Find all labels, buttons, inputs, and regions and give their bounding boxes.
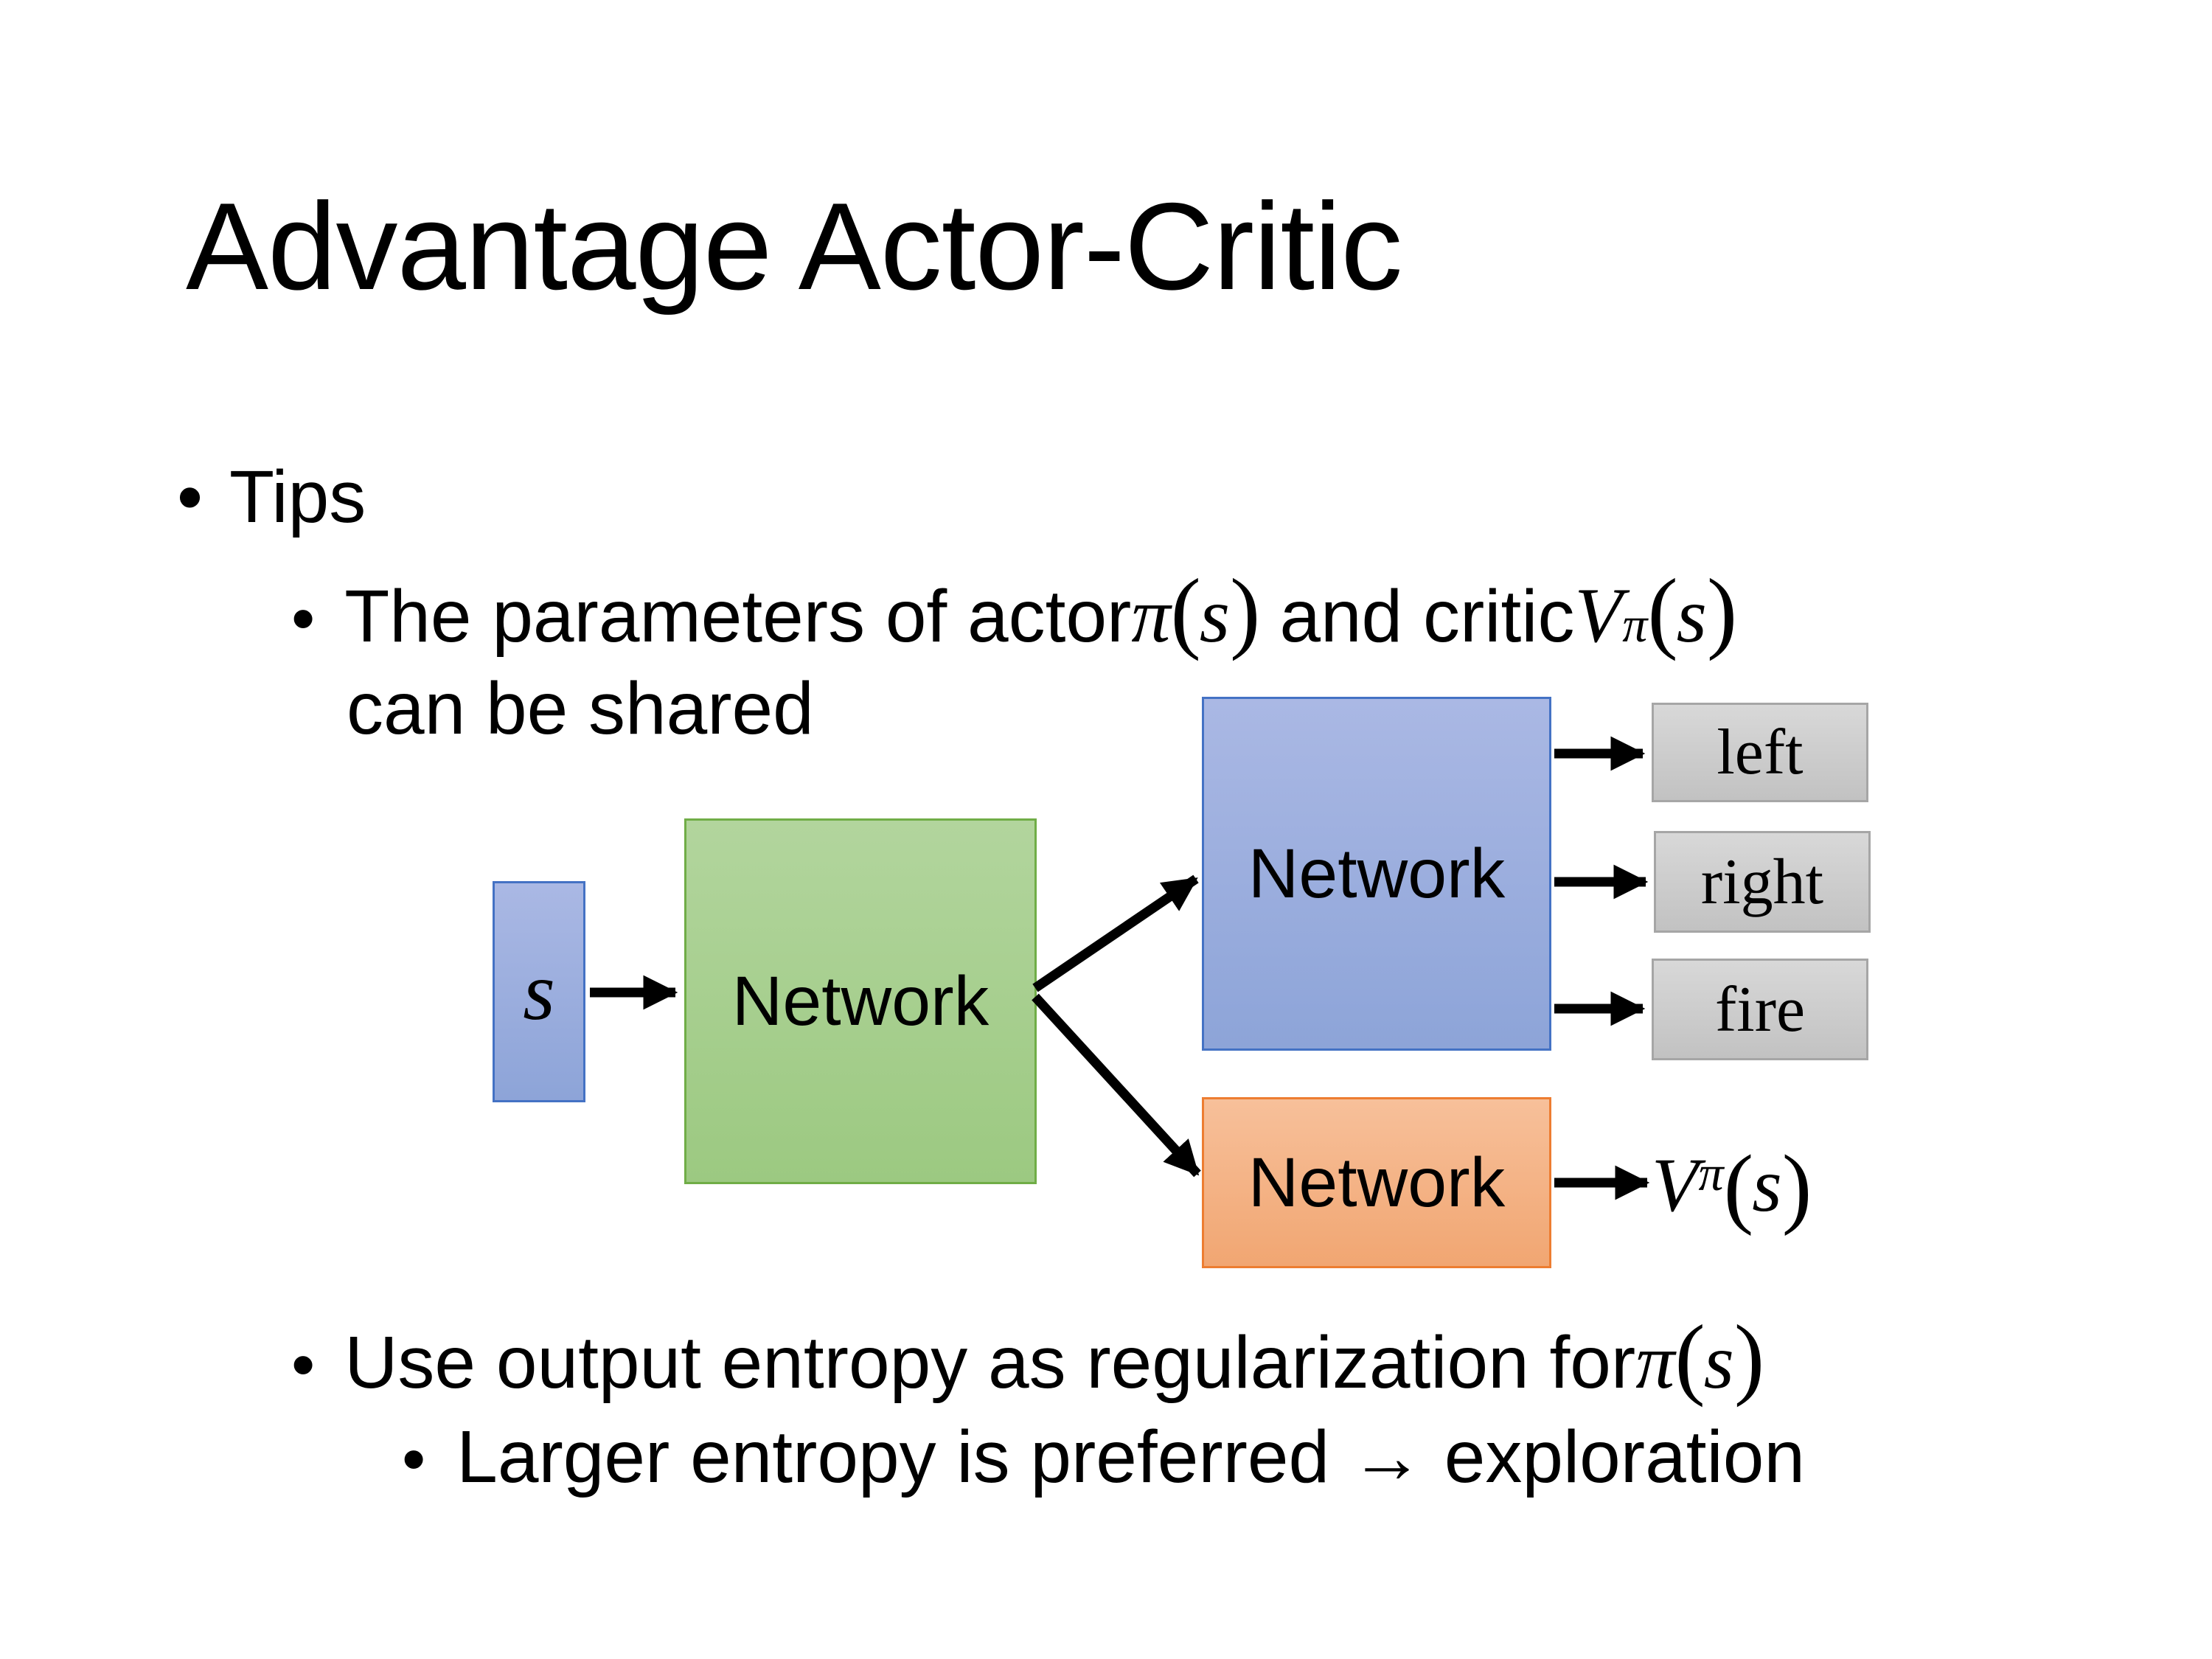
larger-entropy-text: Larger entropy is preferred → exploratio…: [456, 1416, 1805, 1498]
shared-params-text-mid: and critic: [1279, 575, 1575, 658]
math-lparen: (: [1647, 560, 1677, 661]
math-rparen: ): [1706, 560, 1737, 661]
critic-network-box: Network: [1202, 1097, 1551, 1268]
bullet-line-entropy-reg: • Use output entropy as regularization f…: [291, 1307, 1764, 1409]
action-right-label: right: [1700, 846, 1824, 918]
shared-params-text-pre: The parameters of actor: [344, 575, 1132, 658]
math-V-symbol: V: [1574, 572, 1623, 658]
entropy-reg-text: Use output entropy as regularization for: [344, 1321, 1636, 1404]
shared-params-text-line2: can be shared: [347, 667, 814, 750]
critic-network-label: Network: [1248, 1143, 1506, 1222]
math-rparen: ): [1733, 1307, 1764, 1408]
action-left-label: left: [1717, 717, 1804, 788]
math-rparen: ): [1230, 560, 1260, 661]
math-rparen: ): [1781, 1137, 1812, 1237]
math-lparen: (: [1723, 1137, 1754, 1237]
math-V-symbol: V: [1652, 1143, 1699, 1228]
shared-network-box: Network: [684, 818, 1037, 1184]
bullet-line-shared-params: • The parameters of actor π(s) and criti…: [291, 560, 1737, 663]
math-s-symbol: s: [1752, 1143, 1782, 1228]
bullet-icon: •: [291, 1327, 316, 1402]
bullet-line-tips: • Tips: [177, 456, 366, 538]
arrow-shared-to-actor-network: [1032, 874, 1199, 992]
shared-network-label: Network: [731, 961, 990, 1040]
bullet-icon: •: [291, 581, 316, 656]
actor-network-label: Network: [1248, 834, 1506, 913]
action-box-left: left: [1652, 703, 1868, 802]
bullet-icon: •: [177, 456, 204, 538]
actor-network-box: Network: [1202, 697, 1551, 1051]
math-lparen: (: [1674, 1307, 1705, 1408]
math-s-symbol: s: [1703, 1318, 1734, 1405]
bullet-line-larger-entropy: • Larger entropy is preferred → explorat…: [402, 1416, 1805, 1498]
math-pi-superscript: π: [1698, 1145, 1724, 1201]
math-pi-superscript: π: [1622, 597, 1648, 653]
tips-label: Tips: [229, 456, 366, 538]
math-s-symbol: s: [1199, 572, 1231, 658]
action-box-right: right: [1654, 831, 1871, 933]
critic-output-formula: Vπ(s): [1652, 1135, 1812, 1239]
math-s-symbol: s: [1676, 572, 1707, 658]
math-pi-symbol: π: [1131, 572, 1171, 658]
bullet-icon: •: [402, 1422, 426, 1497]
bullet-line-shared-params-cont: can be shared: [347, 667, 814, 750]
arrow-shared-to-critic-network: [1032, 993, 1201, 1178]
state-input-box: s: [493, 881, 585, 1102]
action-box-fire: fire: [1652, 959, 1868, 1060]
math-lparen: (: [1170, 560, 1200, 661]
math-pi-symbol: π: [1635, 1318, 1675, 1405]
page-title: Advantage Actor-Critic: [186, 177, 1402, 316]
state-label: s: [523, 946, 555, 1037]
action-fire-label: fire: [1714, 973, 1806, 1046]
